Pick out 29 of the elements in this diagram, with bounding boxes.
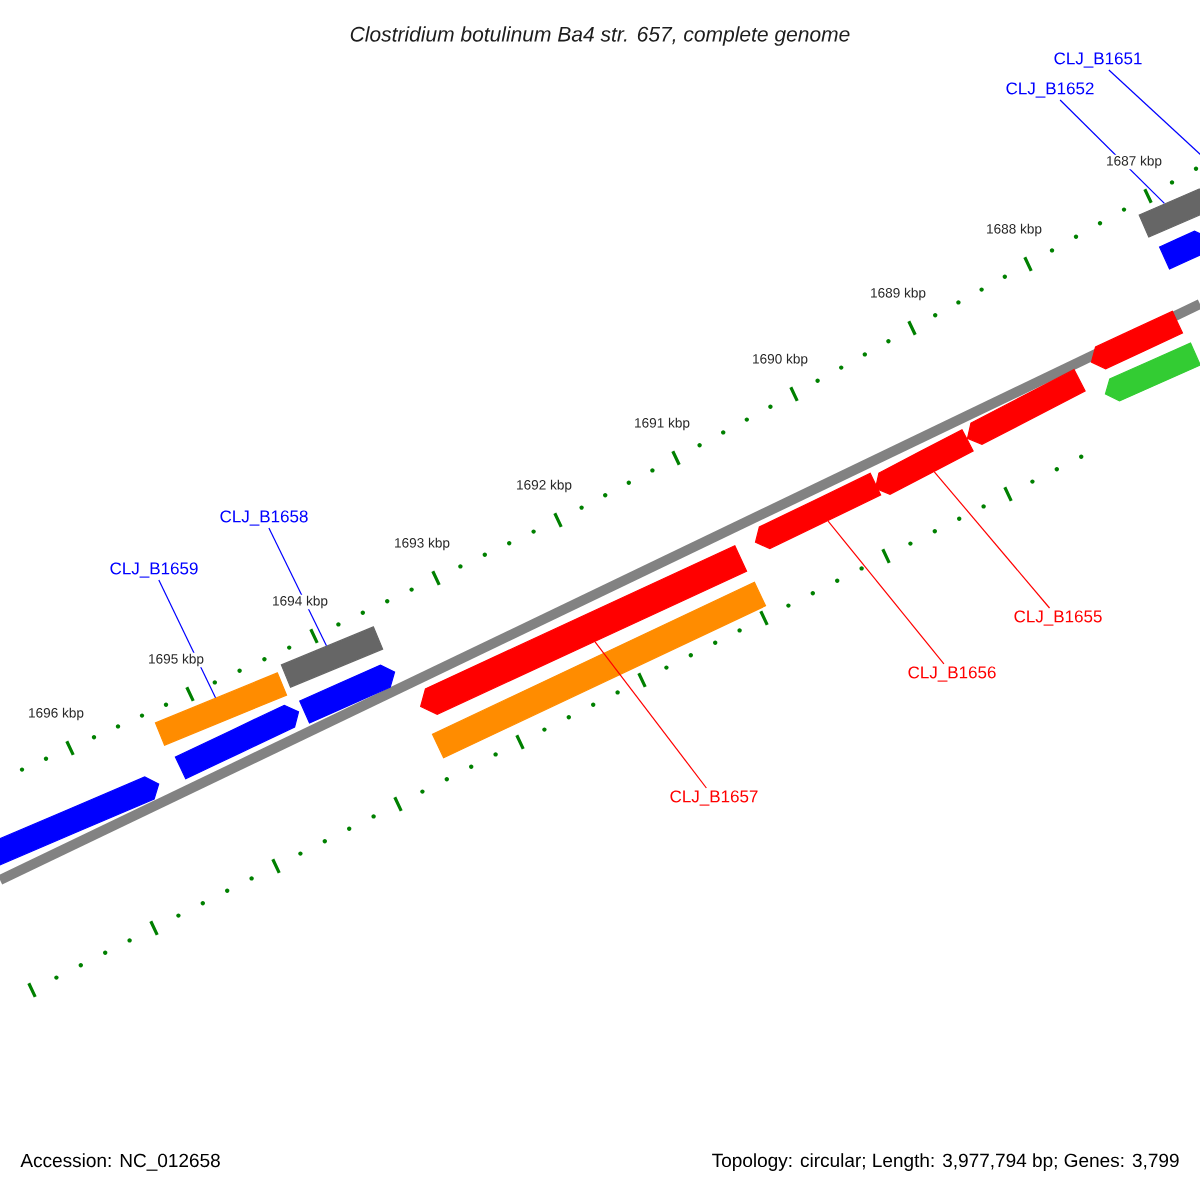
leader-line <box>268 527 328 647</box>
gene-label: CLJ_B1657 <box>670 790 758 806</box>
gene-label: CLJ_B1651 <box>1054 52 1142 68</box>
gene-bar <box>280 626 384 688</box>
leader-line <box>933 471 1051 609</box>
gene-bar <box>966 368 1086 446</box>
leader-line <box>1108 69 1200 157</box>
gene-bar <box>174 704 300 780</box>
gene-bar <box>1090 310 1184 370</box>
accession-text: Accession: NC_012658 <box>20 1153 220 1171</box>
gene-bar <box>0 776 160 866</box>
gene-bar <box>299 664 396 724</box>
leader-line <box>827 520 945 665</box>
gene-bar <box>874 428 974 495</box>
gene-bar <box>154 672 288 746</box>
gene-bar <box>754 472 882 550</box>
gene-label: CLJ_B1652 <box>1006 82 1094 98</box>
leader-line <box>594 641 707 789</box>
gene-bar <box>431 581 767 759</box>
gene-label: CLJ_B1655 <box>1014 610 1102 626</box>
gene-bar <box>1104 342 1200 402</box>
genome-info-text: Topology: circular; Length: 3,977,794 bp; Genes: 3,799 <box>712 1153 1179 1171</box>
leader-line <box>158 579 217 699</box>
gene-label: CLJ_B1656 <box>908 666 996 682</box>
gene-label: CLJ_B1659 <box>110 562 198 578</box>
gene-bar <box>1138 188 1200 238</box>
leader-line <box>1059 99 1165 205</box>
gene-label: CLJ_B1658 <box>220 510 308 526</box>
title: Clostridium botulinum Ba4 str. 657, complete genome <box>350 26 850 46</box>
